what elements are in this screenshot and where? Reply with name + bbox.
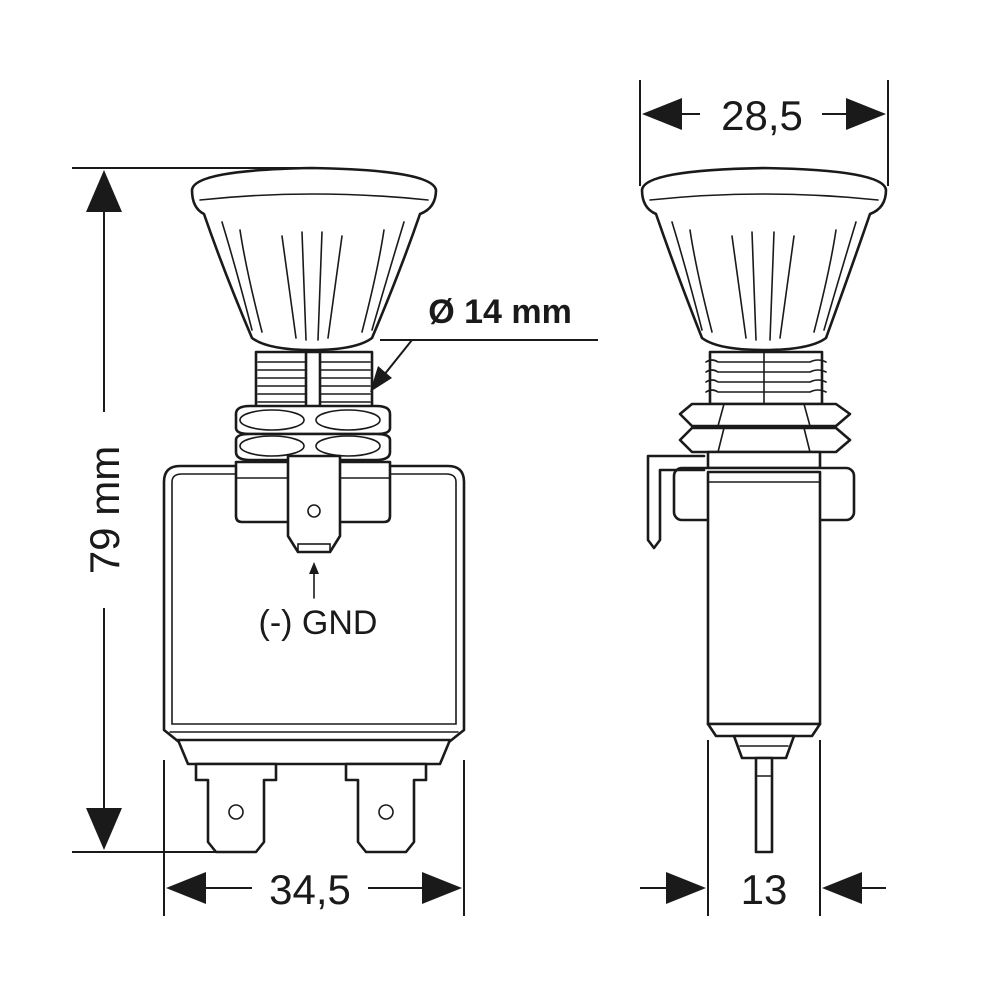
front-width-label: 34,5 <box>269 866 351 913</box>
gnd-label: (-) GND <box>259 604 378 642</box>
side-knob <box>640 166 888 352</box>
front-terminals <box>194 762 428 854</box>
side-view: 28,5 13 <box>639 80 889 916</box>
front-threaded-shaft <box>254 350 374 410</box>
side-threaded-shaft <box>705 350 827 406</box>
front-view: (-) GND Ø 14 mm 79 mm 34,5 <box>72 166 598 916</box>
knob-diameter-dimension: 28,5 <box>639 80 889 186</box>
thread-diameter-label: Ø 14 mm <box>428 293 572 331</box>
side-nuts <box>678 402 852 454</box>
side-housing <box>646 450 856 854</box>
front-width-dimension: 34,5 <box>163 760 465 916</box>
gnd-annotation: (-) GND <box>259 562 378 642</box>
height-label: 79 mm <box>81 446 128 574</box>
thread-diameter-callout: Ø 14 mm <box>370 293 598 392</box>
front-knob <box>190 166 438 352</box>
front-housing <box>162 454 466 766</box>
side-depth-label: 13 <box>741 866 788 913</box>
knob-diameter-label: 28,5 <box>721 92 803 139</box>
side-depth-dimension: 13 <box>640 740 886 916</box>
height-dimension: 79 mm <box>72 167 305 853</box>
front-nuts <box>234 404 392 462</box>
